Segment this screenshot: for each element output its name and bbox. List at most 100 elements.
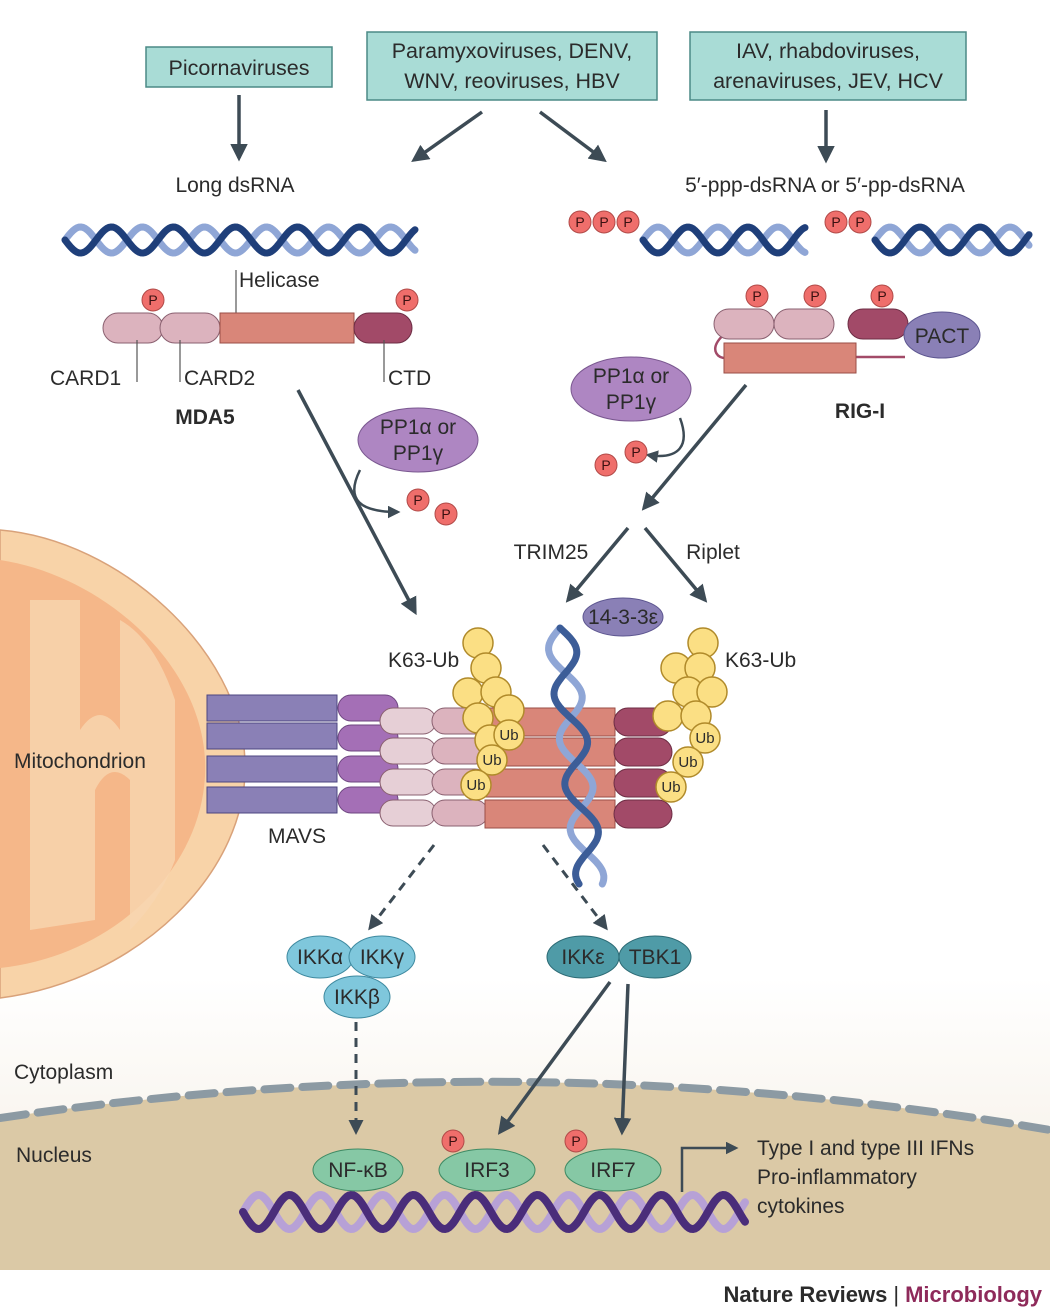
svg-text:P: P bbox=[877, 288, 886, 304]
helix-strand bbox=[550, 624, 602, 888]
filament-dsrna bbox=[545, 624, 608, 888]
output-line2: Pro-inflammatory bbox=[757, 1166, 917, 1189]
mitochondrion-label: Mitochondrion bbox=[14, 750, 146, 773]
ub-label: Ub bbox=[661, 779, 680, 796]
svg-text:PP1γ: PP1γ bbox=[606, 391, 657, 414]
ctd-label: CTD bbox=[388, 367, 431, 390]
k63-ub-label-right: K63-Ub bbox=[725, 649, 796, 672]
svg-text:P: P bbox=[623, 214, 632, 230]
svg-text:P: P bbox=[148, 292, 157, 308]
helicase-domain bbox=[219, 312, 355, 344]
pp1-rigi: PP1α or PP1γ P P bbox=[570, 356, 692, 477]
k63-ub-label-left: K63-Ub bbox=[388, 649, 459, 672]
credit-separator: | bbox=[893, 1282, 900, 1307]
ctd-domain bbox=[353, 312, 413, 344]
ppp-cap: P P P bbox=[568, 210, 640, 234]
helix-strand bbox=[639, 223, 809, 257]
ubiquitin-bead bbox=[696, 676, 728, 708]
pact bbox=[903, 311, 981, 359]
svg-text:PP1α or: PP1α or bbox=[380, 416, 456, 439]
irf3-label: IRF3 bbox=[464, 1159, 510, 1182]
svg-text:P: P bbox=[810, 288, 819, 304]
ubiquitin-bead bbox=[672, 746, 704, 778]
card1-label: CARD1 bbox=[50, 367, 121, 390]
rigi-card1 bbox=[713, 308, 775, 340]
pp-cap: P P bbox=[824, 210, 872, 234]
ikk-gamma-label: IKKγ bbox=[360, 946, 405, 969]
arrow-tbk1-to-irf7 bbox=[613, 983, 632, 1136]
iav-line2: arenaviruses, JEV, HCV bbox=[713, 69, 943, 93]
journal-name: Microbiology bbox=[905, 1282, 1042, 1307]
svg-text:PP1α or: PP1α or bbox=[593, 365, 669, 388]
picornaviruses-label: Picornaviruses bbox=[169, 56, 310, 80]
irf7: IRF7 P bbox=[564, 1129, 662, 1192]
nucleus-label: Nucleus bbox=[16, 1144, 92, 1167]
ub-label: Ub bbox=[499, 727, 518, 744]
transcription-start-arrow bbox=[680, 1141, 739, 1192]
ikk-complex: IKKα IKKγ IKKβ bbox=[286, 935, 416, 1019]
card1-domain bbox=[102, 312, 164, 344]
svg-text:P: P bbox=[831, 214, 840, 230]
mda5-label: MDA5 bbox=[175, 406, 235, 429]
arrow-tbk1-to-irf3 bbox=[497, 980, 612, 1135]
svg-text:P: P bbox=[752, 288, 761, 304]
ubiquitin-bead bbox=[655, 771, 687, 803]
ikk-epsilon-label: IKKε bbox=[561, 946, 604, 969]
nfkb-label: NF-κB bbox=[328, 1159, 388, 1182]
footer-band bbox=[0, 1270, 1050, 1313]
cytoplasm-label: Cytoplasm bbox=[14, 1061, 113, 1084]
arrow-mda5-to-mavs bbox=[296, 389, 417, 616]
rig-i-label: RIG-I bbox=[835, 400, 885, 423]
ubiquitin-bead bbox=[493, 719, 525, 751]
picornaviruses-box: Picornaviruses bbox=[145, 46, 333, 88]
riplet-label: Riplet bbox=[686, 541, 740, 564]
svg-text:P: P bbox=[601, 457, 610, 473]
long-dsrna-helix bbox=[61, 223, 419, 257]
mitochondrion bbox=[0, 529, 246, 999]
output-line3: cytokines bbox=[757, 1195, 845, 1218]
journal-credit: Nature Reviews|Microbiology bbox=[724, 1282, 1042, 1308]
genomic-dna-helix bbox=[239, 1190, 749, 1234]
svg-text:P: P bbox=[413, 492, 422, 508]
helix-strand bbox=[61, 223, 419, 257]
ub-label: Ub bbox=[678, 754, 697, 771]
helix-strand bbox=[239, 1190, 749, 1234]
ub-label: Ub bbox=[466, 777, 485, 794]
svg-text:P: P bbox=[448, 1133, 457, 1149]
tbk1-label: TBK1 bbox=[629, 946, 682, 969]
helix-strand bbox=[871, 223, 1033, 257]
mda5-protein: Helicase P P CARD1 CARD2 CTD MDA5 bbox=[50, 269, 431, 429]
svg-text:P: P bbox=[599, 214, 608, 230]
ub-label: Ub bbox=[482, 752, 501, 769]
paramyxoviruses-box: Paramyxoviruses, DENV, WNV, reoviruses, … bbox=[366, 31, 658, 101]
arrow-riplet bbox=[643, 526, 708, 603]
arrow-paramyxo-to-ppp-dsrna bbox=[538, 110, 607, 163]
helix-strand bbox=[871, 223, 1033, 257]
chaperone-label: 14-3-3ε bbox=[588, 606, 658, 629]
svg-text:P: P bbox=[575, 214, 584, 230]
tbk1-complex: IKKε TBK1 bbox=[546, 935, 692, 979]
rig-i-protein: PACT P P P RIG-I bbox=[713, 284, 981, 423]
ubiquitin-bead bbox=[689, 722, 721, 754]
card2-label: CARD2 bbox=[184, 367, 255, 390]
pact-label: PACT bbox=[915, 325, 970, 348]
svg-text:P: P bbox=[855, 214, 864, 230]
mavs-filament bbox=[206, 694, 673, 829]
svg-text:P: P bbox=[571, 1133, 580, 1149]
helicase-label: Helicase bbox=[239, 269, 320, 292]
svg-text:P: P bbox=[441, 506, 450, 522]
rigi-card2 bbox=[773, 308, 835, 340]
arrow-trim25 bbox=[565, 526, 630, 603]
iav-box: IAV, rhabdoviruses, arenaviruses, JEV, H… bbox=[689, 31, 967, 101]
nuclear-envelope bbox=[0, 1077, 1050, 1134]
mavs-label: MAVS bbox=[268, 825, 326, 848]
output-line1: Type I and type III IFNs bbox=[757, 1137, 974, 1160]
pp-dsrna-helix bbox=[871, 223, 1033, 257]
ikk-beta-label: IKKβ bbox=[334, 986, 380, 1009]
ubiquitin-bead bbox=[652, 700, 684, 732]
nfkb: NF-κB bbox=[312, 1148, 404, 1192]
rigi-helicase bbox=[723, 342, 857, 374]
